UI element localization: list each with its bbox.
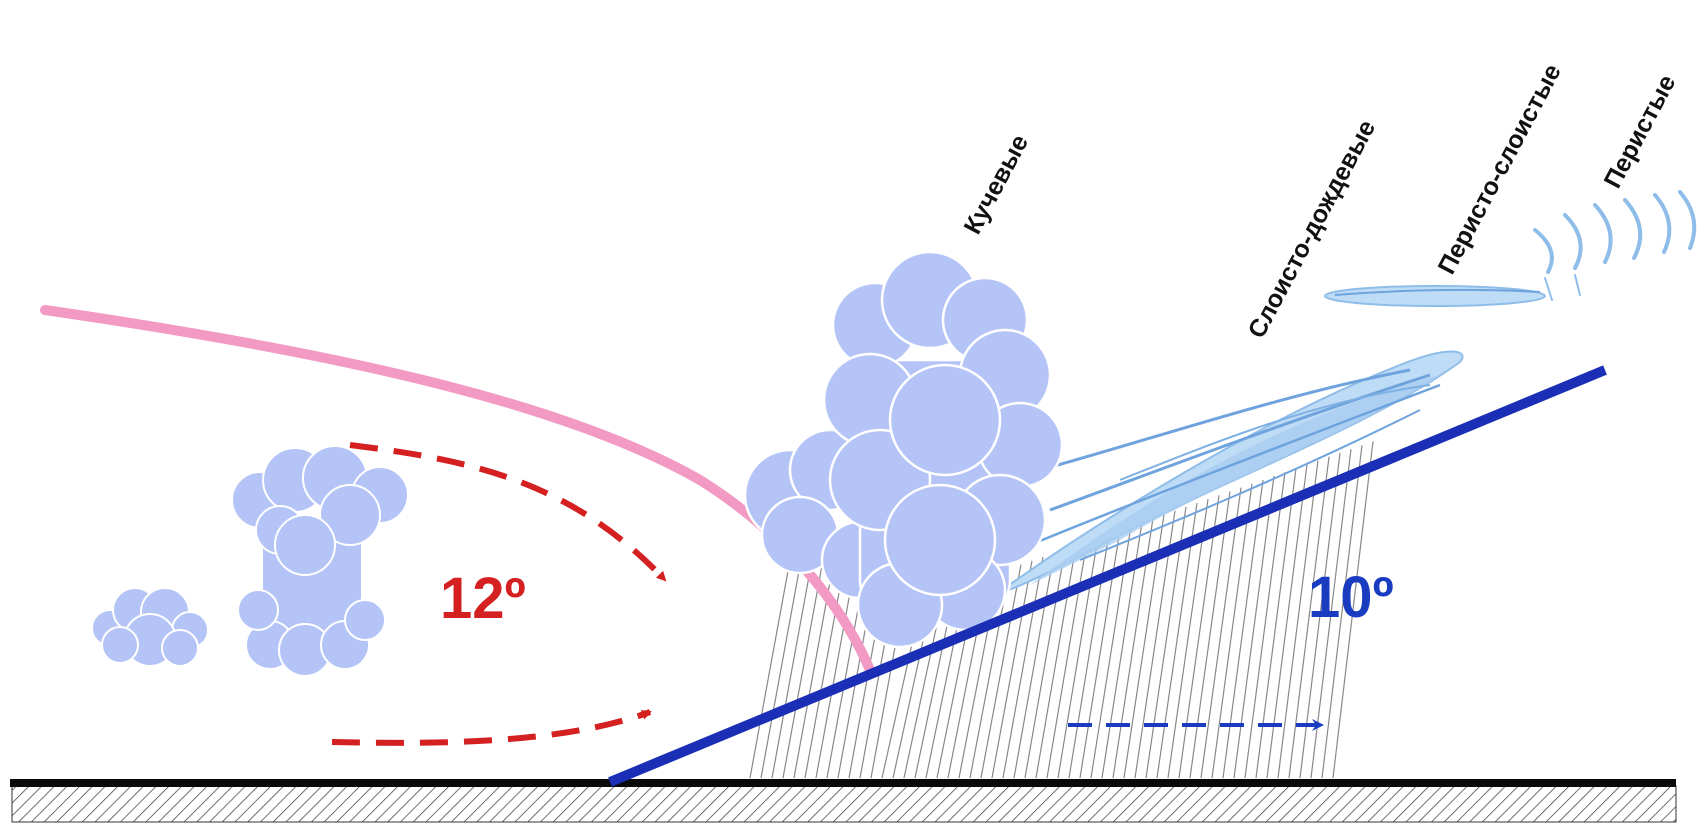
rain-streak — [1222, 479, 1264, 779]
warm-temperature-label: 12º — [440, 566, 526, 631]
rain-streak — [980, 564, 1022, 779]
rain-streak — [749, 559, 791, 779]
ground — [10, 779, 1677, 823]
rain-streak — [1024, 549, 1066, 779]
rain-streak — [1035, 545, 1077, 779]
rain-streak — [771, 559, 813, 779]
ground-hatch — [11, 785, 1677, 823]
cumulus-label: Кучевые — [959, 130, 1035, 239]
ground-surface-line — [10, 779, 1676, 787]
rain-streak — [1277, 460, 1319, 779]
rain-streak — [1057, 537, 1099, 779]
cold-front-line — [608, 365, 1607, 787]
rain-streak — [804, 559, 846, 779]
rain-streak — [1178, 495, 1220, 779]
rain-streak — [1189, 491, 1231, 779]
large-cumulus-cloud — [743, 250, 1064, 649]
warm-air-flow-arrow-upper — [349, 442, 668, 583]
cirrostratus-cloud — [1324, 285, 1546, 307]
rain-streak — [1332, 441, 1374, 779]
rain-streak — [1145, 506, 1187, 779]
rain-streak — [1046, 541, 1088, 779]
nimbostratus-cloud — [994, 350, 1464, 596]
cirrus-label: Перистые — [1599, 70, 1682, 193]
rain-streak — [1068, 533, 1110, 779]
towering-cumulus-cloud — [231, 445, 409, 677]
warm-air-flow-arrow-lower — [331, 709, 652, 746]
rain-streak — [1233, 476, 1275, 779]
cirrus-cloud — [1533, 190, 1697, 301]
cold-temperature-label: 10º — [1308, 565, 1394, 630]
rain-streak — [760, 559, 802, 779]
rain-streak — [1013, 552, 1055, 779]
rain-streak — [1079, 529, 1121, 779]
rain-streak — [1002, 556, 1044, 779]
rain-streak — [1156, 502, 1198, 779]
small-cumulus-cloud-left — [91, 587, 209, 667]
rain-streak — [1244, 472, 1286, 779]
rain-streak — [991, 560, 1033, 779]
warm-air-boundary-curve — [40, 305, 875, 675]
rain-streak — [1167, 499, 1209, 779]
nimbostratus-label: Слоисто-дождевые — [1243, 115, 1382, 342]
rain-streak — [1321, 445, 1363, 779]
rain-streak — [1211, 483, 1253, 779]
rain-streak — [782, 559, 824, 779]
rain-streak — [1288, 456, 1330, 779]
rain-streak — [1200, 487, 1242, 779]
